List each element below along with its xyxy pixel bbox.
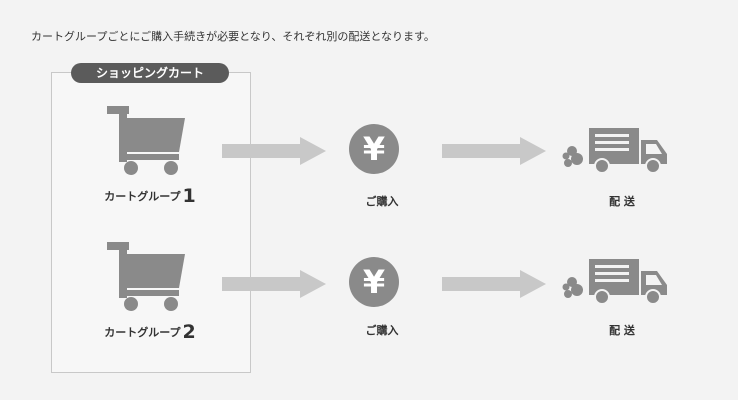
cart-group-text: カートグループ [104, 190, 181, 203]
yen-icon: ¥ [349, 124, 399, 174]
arrow-right-icon [442, 137, 546, 165]
delivery-label: 配 送 [609, 324, 635, 337]
cart-group-number: 2 [182, 321, 196, 343]
shopping-cart-icon [107, 106, 185, 175]
delivery-label: 配 送 [609, 195, 635, 208]
arrow-right-icon [442, 270, 546, 298]
purchase-label: ご購入 [365, 324, 399, 337]
intro-text: カートグループごとにご購入手続きが必要となり、それぞれ別の配送となります。 [31, 30, 435, 43]
shopping-cart-icon [107, 242, 185, 311]
delivery-truck-icon [562, 259, 667, 305]
cart-group-text: カートグループ [104, 326, 181, 339]
delivery-truck-icon [562, 128, 667, 174]
arrow-right-icon [222, 137, 326, 165]
cart-group-number: 1 [182, 185, 196, 207]
arrow-right-icon [222, 270, 326, 298]
shopping-cart-tab: ショッピングカート [71, 63, 229, 83]
yen-icon: ¥ [349, 257, 399, 307]
purchase-label: ご購入 [365, 195, 399, 208]
